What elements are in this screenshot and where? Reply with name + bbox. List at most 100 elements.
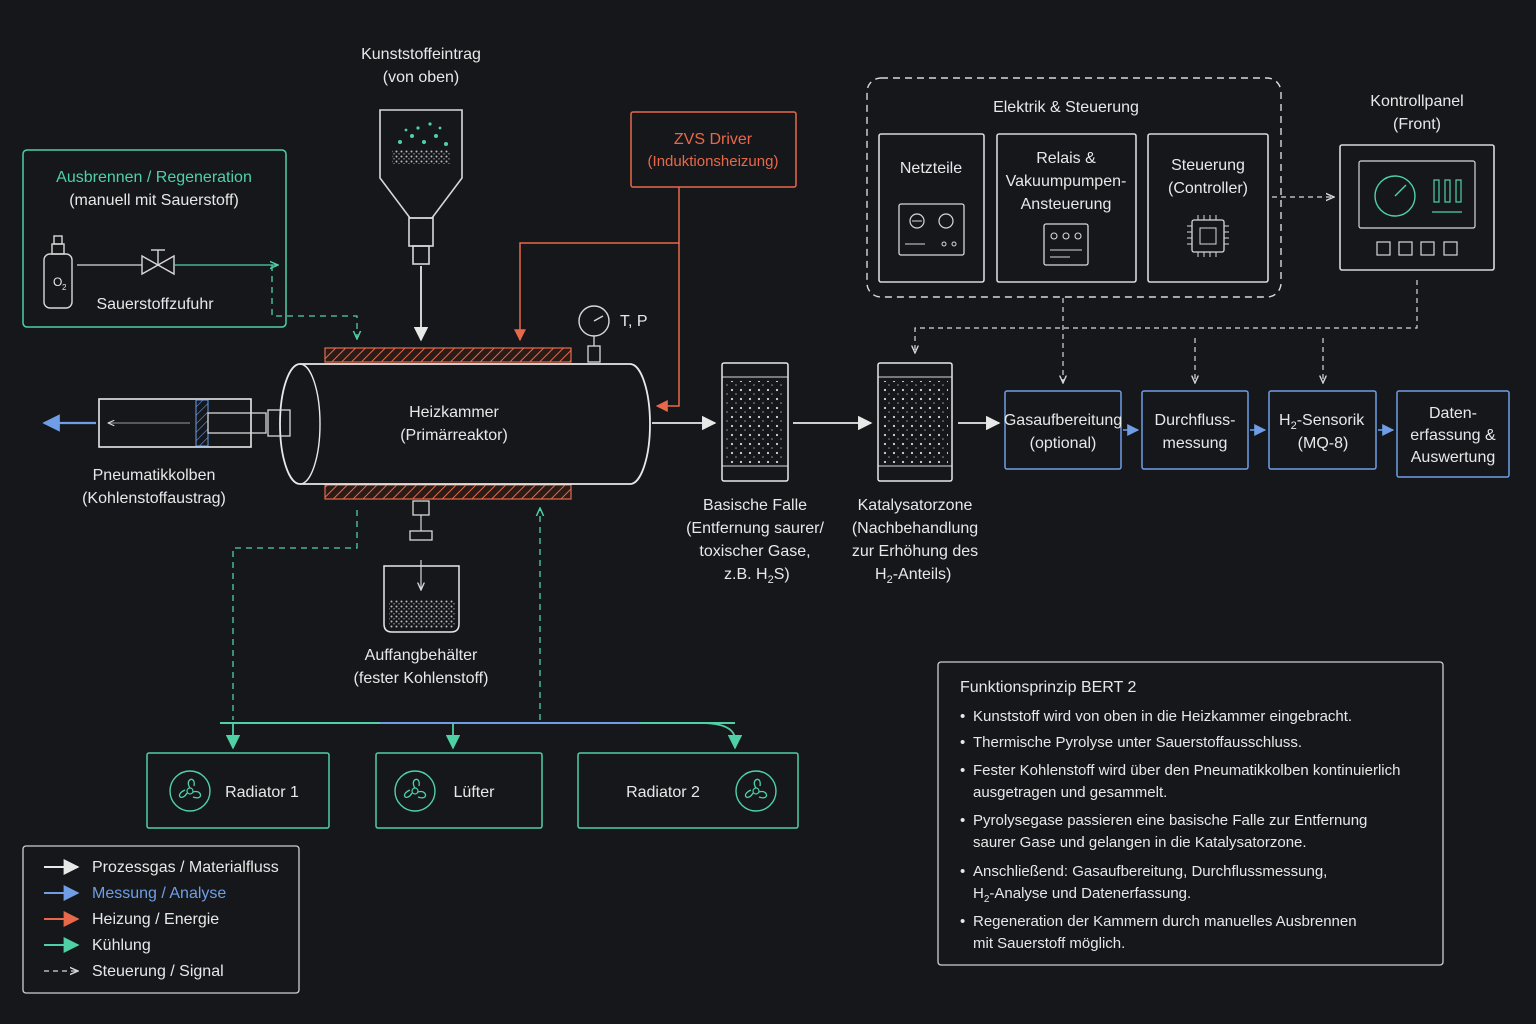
controller-box (1147, 133, 1269, 283)
zvs-subtitle: (Induktionsheizung) (648, 153, 779, 170)
radiator-1-box (146, 752, 330, 829)
legend-item: Steuerung / Signal (44, 963, 224, 980)
power-supply-icon (898, 203, 965, 256)
catalyst-vessel (877, 362, 953, 482)
catalyst-zone: Katalysatorzone (Nachbehandlung zur Erhö… (852, 362, 1001, 586)
oxygen-supply-label: Sauerstoffzufuhr (96, 296, 214, 313)
bullet-dot: • (960, 762, 965, 779)
basic-trap: Basische Falle (Entfernung saurer/ toxis… (686, 362, 873, 586)
principle-bullet-3a: Fester Kohlenstoff wird über den Pneumat… (973, 762, 1400, 779)
psu-label: Netzteile (900, 160, 962, 177)
dial-icon (1374, 175, 1416, 217)
heater-top (324, 347, 572, 363)
panel-button-4[interactable] (1443, 241, 1458, 256)
h2-sensor-line-2: (MQ-8) (1298, 435, 1349, 452)
flow-measurement-box (1141, 390, 1249, 470)
catalyst-line-2: zur Erhöhung des (852, 543, 978, 560)
gas-treatment-line-2: (optional) (1030, 435, 1097, 452)
principle-bullet-4a: Pyrolysegase passieren eine basische Fal… (973, 812, 1367, 829)
radiator-2-box (577, 752, 799, 829)
catalyst-title: Katalysatorzone (858, 497, 973, 514)
principle-title: Funktionsprinzip BERT 2 (960, 679, 1136, 696)
trap-title: Basische Falle (703, 497, 807, 514)
panel-button-1[interactable] (1376, 241, 1391, 256)
flow-line-2: messung (1163, 435, 1228, 452)
fan-icon (169, 770, 211, 812)
principle-frame (937, 661, 1444, 966)
electrics-control: Elektrik & Steuerung Netzteile Relais & … (866, 77, 1334, 298)
chamber-subtitle: (Primärreaktor) (400, 427, 508, 444)
control-panel: Kontrollpanel (Front) (1339, 93, 1495, 271)
cylinder-o-label: O (53, 275, 62, 289)
data-acquisition-box (1396, 390, 1510, 478)
legend-label: Prozessgas / Materialfluss (92, 859, 279, 876)
legend-frame (22, 845, 300, 994)
heating-line-side (655, 243, 680, 412)
trap-line-1: (Entfernung saurer/ (686, 520, 824, 537)
cooling-system: Radiator 1 Lüfter Radiator 2 (146, 508, 799, 829)
sensor-label: T, P (620, 313, 648, 330)
regeneration-title: Ausbrennen / Regeneration (56, 169, 252, 186)
carbon-collector: Auffangbehälter (fester Kohlenstoff) (354, 500, 488, 687)
fan-label: Lüfter (454, 784, 496, 801)
heating-line-top (514, 187, 680, 342)
legend-label: Kühlung (92, 937, 151, 954)
collector-icon (383, 565, 460, 633)
fan-box (375, 752, 543, 829)
control-signal-lines (915, 280, 1418, 383)
trap-line-3: z.B. H2S) (724, 566, 790, 586)
collector-title: Auffangbehälter (365, 647, 478, 664)
panel-button-3[interactable] (1420, 241, 1435, 256)
panel-display (1358, 160, 1476, 229)
legend-item: Heizung / Energie (44, 911, 219, 928)
gas-treatment-line-1: Gasaufbereitung (1004, 412, 1122, 429)
principle-bullet-1: Kunststoff wird von oben in die Heizkamm… (973, 708, 1352, 725)
legend-item: Prozessgas / Materialfluss (44, 859, 279, 876)
radiator-1-label: Radiator 1 (225, 784, 299, 801)
regeneration-frame (22, 149, 287, 328)
electrics-title: Elektrik & Steuerung (993, 99, 1139, 116)
panel-button-2[interactable] (1398, 241, 1413, 256)
principle-bullet-5a: Anschließend: Gasaufbereitung, Durchflus… (973, 863, 1327, 880)
legend-label: Messung / Analyse (92, 885, 226, 902)
chamber-body (279, 363, 651, 485)
cooling-return-left (232, 510, 358, 720)
principle-bullet-6a: Regeneration der Kammern durch manuelles… (973, 913, 1357, 930)
plastic-feed: Kunststoffeintrag (von oben) (361, 46, 481, 342)
bullet-dot: • (960, 734, 965, 751)
fan-icon (394, 770, 436, 812)
zvs-driver: ZVS Driver (Induktionsheizung) (514, 111, 797, 412)
regeneration-panel: Ausbrennen / Regeneration (manuell mit S… (22, 149, 357, 339)
piston-subtitle: (Kohlenstoffaustrag) (82, 490, 226, 507)
panel-title: Kontrollpanel (1370, 93, 1463, 110)
zvs-title: ZVS Driver (674, 131, 753, 148)
data-line-3: Auswertung (1411, 449, 1496, 466)
principle-bullet-5b: H2-Analyse und Datenerfassung. (973, 885, 1191, 905)
zvs-frame (630, 111, 797, 188)
hopper-icon (379, 109, 463, 265)
catalyst-line-3: H2-Anteils) (875, 566, 951, 586)
pneumatic-piston: Pneumatikkolben (Kohlenstoffaustrag) (42, 398, 291, 507)
data-line-1: Daten- (1429, 405, 1477, 422)
function-principle: Funktionsprinzip BERT 2 • Kunststoff wir… (937, 661, 1444, 966)
relay-box (996, 133, 1137, 283)
relay-line-1: Relais & (1036, 150, 1096, 167)
relay-line-2: Vakuumpumpen- (1006, 173, 1127, 190)
regeneration-subtitle: (manuell mit Sauerstoff) (69, 192, 239, 209)
trap-vessel (721, 362, 789, 482)
valve-icon (141, 249, 175, 276)
legend-item: Kühlung (44, 937, 151, 954)
controller-line-1: Steuerung (1171, 157, 1245, 174)
bar-meter-icon (1432, 179, 1462, 213)
h2-sensor-box (1268, 390, 1377, 470)
feed-title: Kunststoffeintrag (361, 46, 481, 63)
heater-bottom (324, 484, 572, 500)
principle-bullet-2: Thermische Pyrolyse unter Sauerstoffauss… (973, 734, 1302, 751)
oxygen-cylinder-icon: O 2 (43, 235, 73, 309)
legend-item: Messung / Analyse (44, 885, 226, 902)
feed-subtitle: (von oben) (383, 69, 460, 86)
catalyst-line-1: (Nachbehandlung (852, 520, 978, 537)
piston-title: Pneumatikkolben (93, 467, 216, 484)
electrics-frame (866, 77, 1282, 298)
